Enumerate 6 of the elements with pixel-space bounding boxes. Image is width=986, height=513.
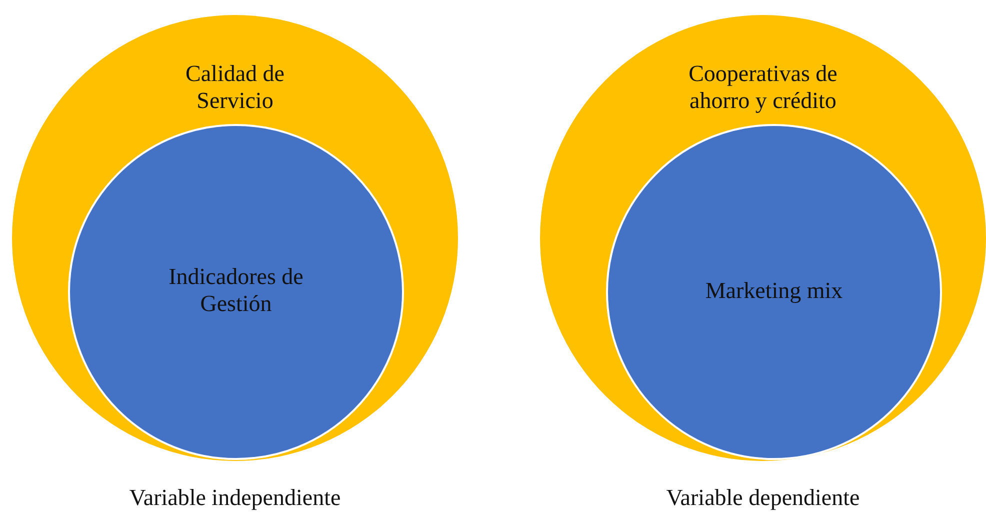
circle-label: Indicadores de Gestión [168,263,304,317]
node-label: Variable independiente [129,485,341,511]
circle-label: Calidad de Servicio [184,60,286,114]
node-label: Variable dependiente [666,485,860,511]
circle-label: Marketing mix [704,277,844,304]
circle-label: Cooperativas de ahorro y crédito [688,60,838,114]
